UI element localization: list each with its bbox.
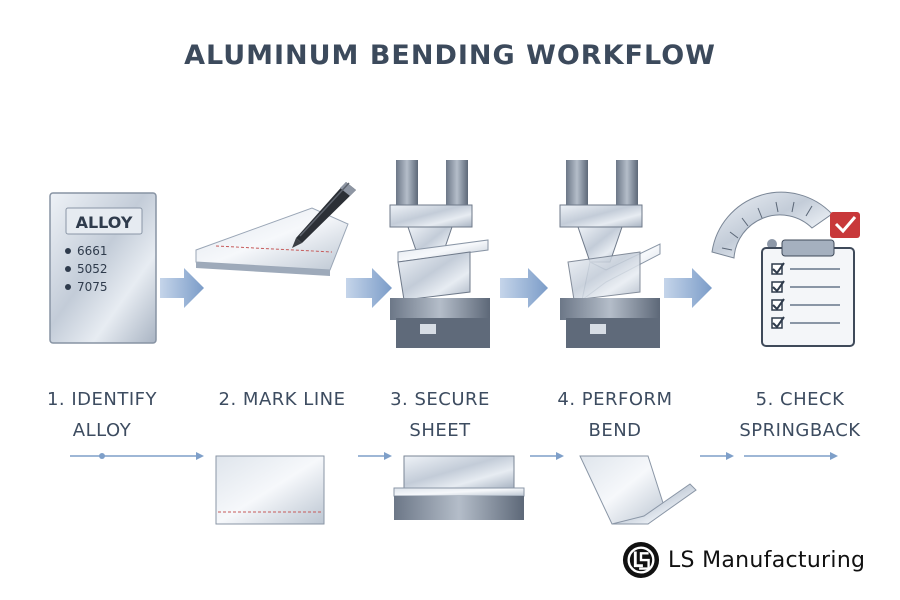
step-label-line: BEND <box>550 415 680 446</box>
brand-name: LS Manufacturing <box>668 548 865 573</box>
bullet-icon <box>65 248 71 254</box>
ls-logo-icon <box>622 541 660 579</box>
step-4-label: 4. PERFORM BEND <box>550 384 680 446</box>
arrow-right-icon <box>160 268 204 308</box>
clamped-sheet <box>394 456 524 520</box>
step-label-line: SPRINGBACK <box>716 415 884 446</box>
step-label-line: SHEET <box>380 415 500 446</box>
step-3-label: 3. SECURE SHEET <box>380 384 500 446</box>
step-label-line: 4. PERFORM <box>550 384 680 415</box>
arrow-right-icon <box>346 268 392 308</box>
step-label-line: 5. CHECK <box>716 384 884 415</box>
alloy-card: ALLOY 6661 5052 7075 <box>50 193 156 343</box>
step-label-line: 3. SECURE <box>380 384 500 415</box>
small-arrow-icon <box>530 452 564 460</box>
arrow-right-icon <box>500 268 548 308</box>
brand-logo: LS Manufacturing <box>622 540 865 580</box>
press-brake-secure <box>390 160 490 348</box>
bullet-icon <box>65 284 71 290</box>
small-arrow-icon <box>700 452 734 460</box>
step-2-label: 2. MARK LINE <box>208 384 356 415</box>
bent-sheet <box>580 456 696 524</box>
alloy-card-heading: ALLOY <box>76 213 133 232</box>
clipboard-icon <box>762 240 854 346</box>
alloy-item: 5052 <box>77 262 108 276</box>
arrow-right-icon <box>664 268 712 308</box>
flat-sheet <box>216 456 324 524</box>
small-arrow-icon <box>744 452 838 460</box>
check-badge-icon <box>830 212 860 238</box>
bullet-icon <box>65 266 71 272</box>
alloy-item: 6661 <box>77 244 108 258</box>
step-label-line: 2. MARK LINE <box>208 384 356 415</box>
step-1-label: 1. IDENTIFY ALLOY <box>30 384 174 446</box>
step-label-line: ALLOY <box>30 415 174 446</box>
small-arrow-icon <box>70 452 204 460</box>
alloy-item: 7075 <box>77 280 108 294</box>
step-label-line: 1. IDENTIFY <box>30 384 174 415</box>
small-arrow-icon <box>358 452 392 460</box>
press-brake-bend <box>560 160 660 348</box>
step-5-label: 5. CHECK SPRINGBACK <box>716 384 884 446</box>
